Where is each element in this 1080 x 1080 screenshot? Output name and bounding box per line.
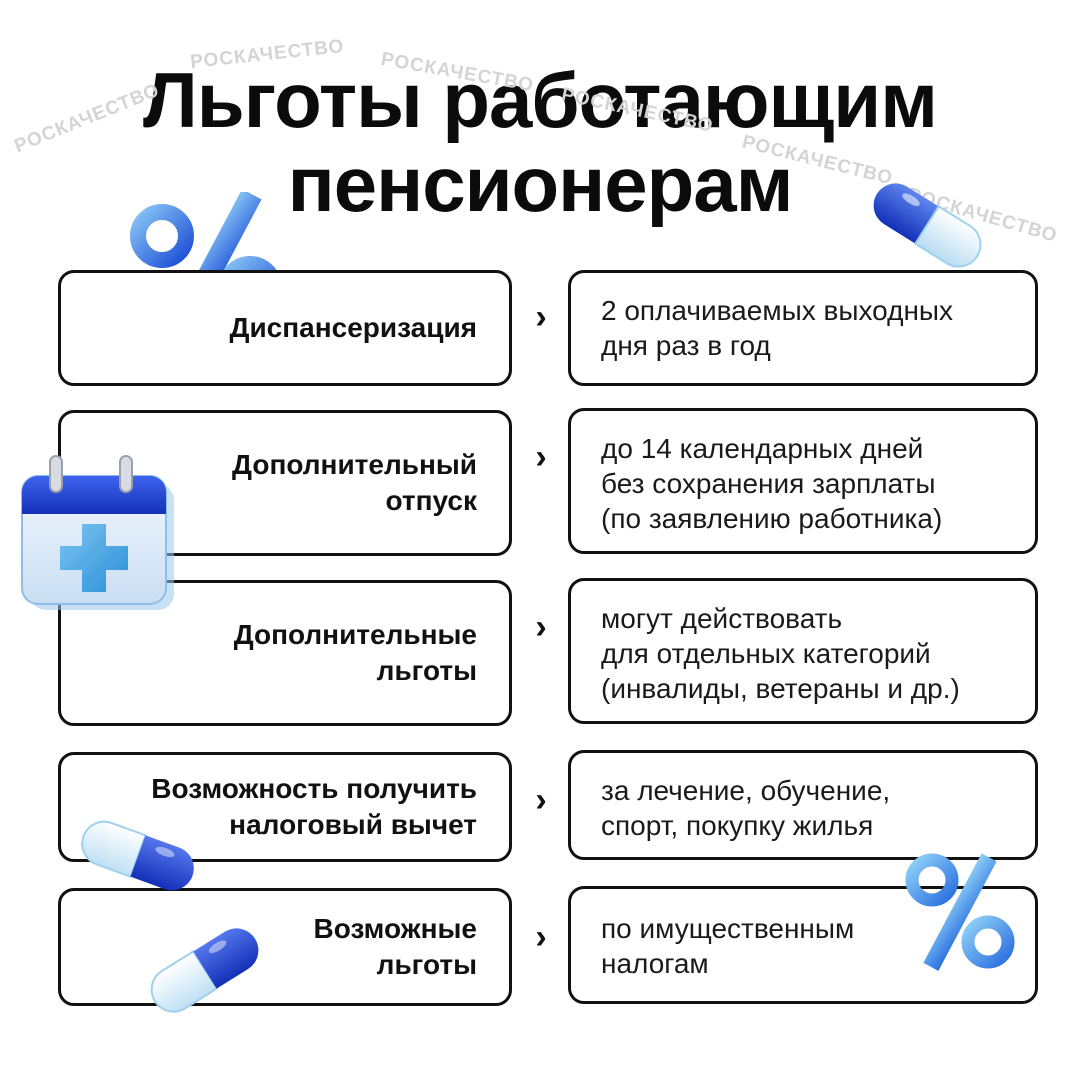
page-title: Льготы работающим пенсионерам [0, 58, 1080, 226]
benefit-description-1: 2 оплачиваемых выходных дня раз в год [601, 295, 954, 361]
benefit-label-5: Возможные льготы [313, 913, 477, 980]
chevron-right-icon: › [535, 781, 547, 819]
benefit-label-4: Возможность получить налоговый вычет [151, 773, 477, 840]
percent-icon [905, 853, 1015, 971]
pill-icon [81, 820, 194, 891]
chevron-right-icon: › [535, 608, 547, 646]
title-line-1: Льготы работающим [143, 56, 938, 144]
benefit-label-box-4: Возможность получить налоговый вычет [58, 752, 512, 862]
benefit-label-3: Дополнительные льготы [233, 619, 477, 686]
benefit-description-box-1: 2 оплачиваемых выходных дня раз в год [568, 270, 1038, 386]
benefit-label-2: Дополнительный отпуск [232, 449, 477, 516]
benefit-description-box-3: могут действовать для отдельных категори… [568, 578, 1038, 724]
benefit-description-box-4: за лечение, обучение, спорт, покупку жил… [568, 750, 1038, 860]
calendar-medical-icon [21, 455, 174, 610]
benefit-description-3: могут действовать для отдельных категори… [601, 603, 960, 704]
benefit-label-box-5: Возможные льготы [58, 888, 512, 1006]
benefit-description-2: до 14 календарных дней без сохранения за… [601, 433, 943, 534]
benefit-label-box-1: Диспансеризация [58, 270, 512, 386]
pill-icon [873, 183, 982, 268]
benefit-label-1: Диспансеризация [229, 312, 477, 343]
benefit-label-box-3: Дополнительные льготы [58, 580, 512, 726]
benefit-description-4: за лечение, обучение, спорт, покупку жил… [601, 775, 891, 841]
benefit-description-box-2: до 14 календарных дней без сохранения за… [568, 408, 1038, 554]
pill-icon [150, 928, 259, 1013]
chevron-right-icon: › [535, 298, 547, 336]
benefit-description-5: по имущественным налогам [601, 913, 855, 979]
title-line-2: пенсионерам [287, 140, 794, 228]
chevron-right-icon: › [535, 438, 547, 476]
chevron-right-icon: › [535, 918, 547, 956]
